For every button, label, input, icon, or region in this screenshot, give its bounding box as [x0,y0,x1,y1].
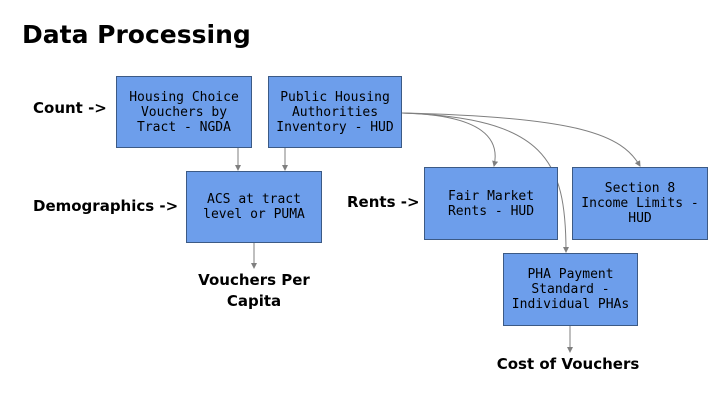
connector-inventory-to-pha-payment [401,112,569,253]
acs-box: ACS at tract level or PUMA [186,171,322,243]
section8-income-limits-text: Section 8 Income Limits - HUD [581,181,699,226]
connector-inventory-to-section8 [401,112,641,167]
housing-choice-vouchers-box: Housing Choice Vouchers by Tract - NGDA [116,76,252,148]
demographics-row-label: Demographics -> [33,197,179,215]
cost-of-vouchers-output: Cost of Vouchers [496,355,640,373]
section8-income-limits-box: Section 8 Income Limits - HUD [572,167,708,240]
pha-payment-standard-box: PHA Payment Standard - Individual PHAs [503,253,638,326]
pha-inventory-box: Public Housing Authorities Inventory - H… [268,76,402,148]
fair-market-rents-text: Fair Market Rents - HUD [447,188,535,219]
connector-inventory-to-fair-market-rents [401,112,499,167]
slide-title: Data Processing [22,20,251,49]
pha-payment-standard-text: PHA Payment Standard - Individual PHAs [511,267,630,312]
vouchers-per-capita-output: Vouchers Per Capita [198,271,310,310]
rents-row-label: Rents -> [347,193,420,211]
count-row-label: Count -> [33,99,107,117]
housing-choice-vouchers-text: Housing Choice Vouchers by Tract - NGDA [129,89,239,135]
pha-inventory-text: Public Housing Authorities Inventory - H… [276,89,394,135]
acs-text: ACS at tract level or PUMA [203,192,305,222]
fair-market-rents-box: Fair Market Rents - HUD [424,167,558,240]
